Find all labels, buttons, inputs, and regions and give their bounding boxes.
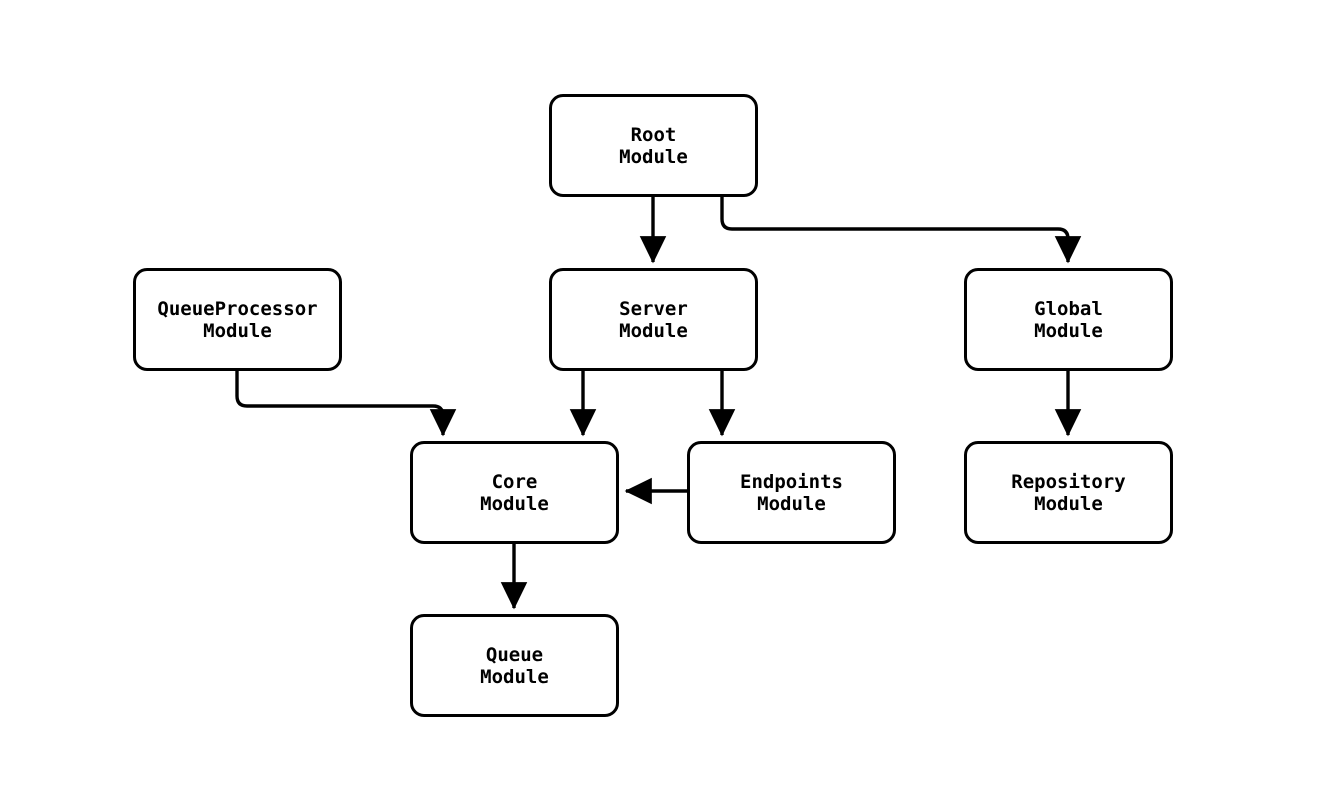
node-core-line2: Module: [480, 492, 549, 515]
node-root[interactable]: Root Module: [549, 94, 758, 197]
node-endpoints[interactable]: Endpoints Module: [687, 441, 896, 544]
node-core[interactable]: Core Module: [410, 441, 619, 544]
node-server-line1: Server: [619, 297, 688, 320]
node-root-line1: Root: [630, 123, 677, 146]
node-repository-line2: Module: [1034, 492, 1103, 515]
node-global[interactable]: Global Module: [964, 268, 1173, 371]
node-endpoints-line2: Module: [757, 492, 826, 515]
node-queue-line2: Module: [480, 665, 549, 688]
node-queueprocessor-line1: QueueProcessor: [157, 297, 318, 320]
node-global-line1: Global: [1034, 297, 1103, 320]
node-global-line2: Module: [1034, 319, 1103, 342]
node-server[interactable]: Server Module: [549, 268, 758, 371]
node-repository-line1: Repository: [1011, 470, 1126, 493]
edge-root-to-global: [720, 197, 1082, 264]
node-root-line2: Module: [619, 145, 688, 168]
node-endpoints-line1: Endpoints: [740, 470, 843, 493]
node-repository[interactable]: Repository Module: [964, 441, 1173, 544]
node-queueprocessor-line2: Module: [203, 319, 272, 342]
node-server-line2: Module: [619, 319, 688, 342]
node-queue[interactable]: Queue Module: [410, 614, 619, 717]
node-core-line1: Core: [491, 470, 538, 493]
edge-queueprocessor-to-core: [235, 371, 457, 437]
node-queueprocessor[interactable]: QueueProcessor Module: [133, 268, 342, 371]
node-queue-line1: Queue: [485, 643, 544, 666]
